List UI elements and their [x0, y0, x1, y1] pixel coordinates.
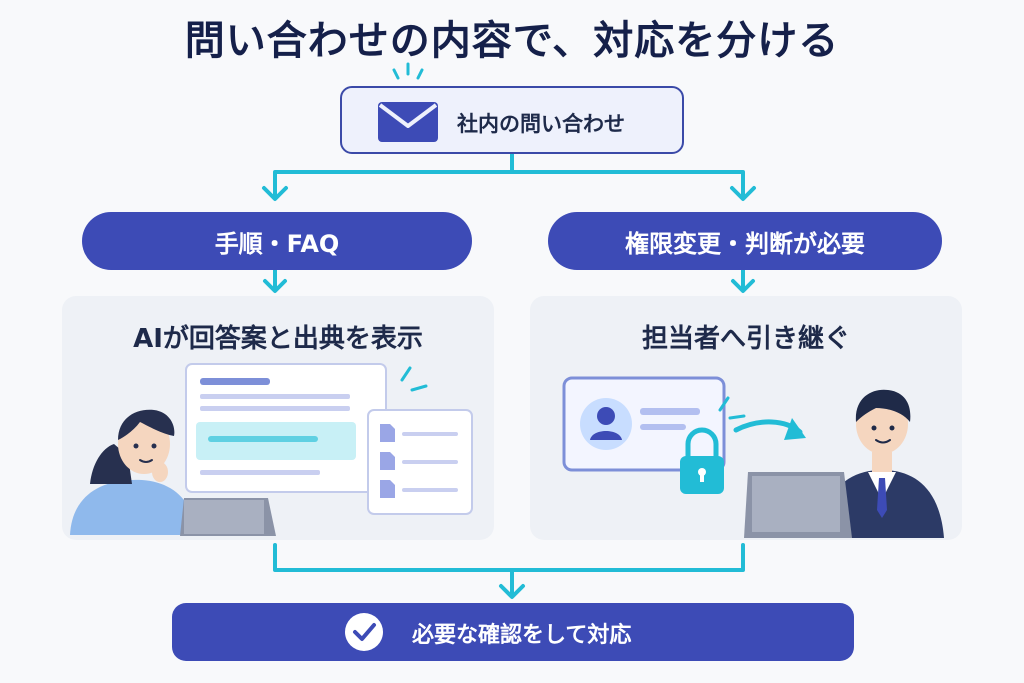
- source-list-icon: [367, 409, 473, 515]
- woman-user-icon: [70, 409, 196, 535]
- check-circle-icon: [345, 613, 383, 651]
- pill-needs-judgment: 権限変更・判断が必要: [548, 212, 942, 270]
- connector-merge: [273, 543, 745, 598]
- inquiry-label: 社内の問い合わせ: [457, 112, 625, 136]
- attention-tick-3: [416, 68, 424, 80]
- pill-needs-judgment-label: 権限変更・判断が必要: [625, 229, 865, 258]
- result-label: 必要な確認をして対応: [412, 623, 632, 648]
- panel-ai-answer-heading: AIが回答案と出典を表示: [133, 324, 423, 354]
- arrowhead-left-mid: [263, 279, 287, 293]
- inquiry-box: 社内の問い合わせ: [340, 86, 684, 154]
- result-bar: 必要な確認をして対応: [172, 603, 854, 661]
- id-card-icon: [562, 376, 726, 472]
- arrowhead-right-mid: [731, 279, 755, 293]
- connector-split-top-right: [510, 170, 745, 200]
- pill-procedures-faq: 手順・FAQ: [82, 212, 472, 270]
- laptop-icon: [744, 472, 852, 538]
- ai-answer-illustration: [70, 363, 473, 536]
- pill-procedures-faq-label: 手順・FAQ: [214, 229, 340, 258]
- envelope-icon: [378, 102, 438, 142]
- laptop-icon: [180, 498, 276, 536]
- diagram-title: 問い合わせの内容で、対応を分ける: [184, 18, 840, 64]
- panel-ai-answer: AIが回答案と出典を表示: [62, 296, 494, 540]
- attention-tick-1: [392, 68, 400, 80]
- panel-handoff: 担当者へ引き継ぐ: [530, 296, 962, 540]
- handoff-illustration: [562, 376, 944, 538]
- arrowhead-left-top: [262, 186, 288, 201]
- arrowhead-right-top: [730, 186, 756, 201]
- panel-handoff-heading: 担当者へ引き継ぐ: [641, 324, 850, 354]
- lock-icon: [680, 427, 724, 494]
- answer-document-icon: [185, 363, 387, 493]
- handoff-arrow-icon: [733, 418, 806, 440]
- arrowhead-bottom: [499, 584, 525, 599]
- support-staff-icon: [820, 389, 944, 538]
- connector-split-top: [273, 152, 514, 200]
